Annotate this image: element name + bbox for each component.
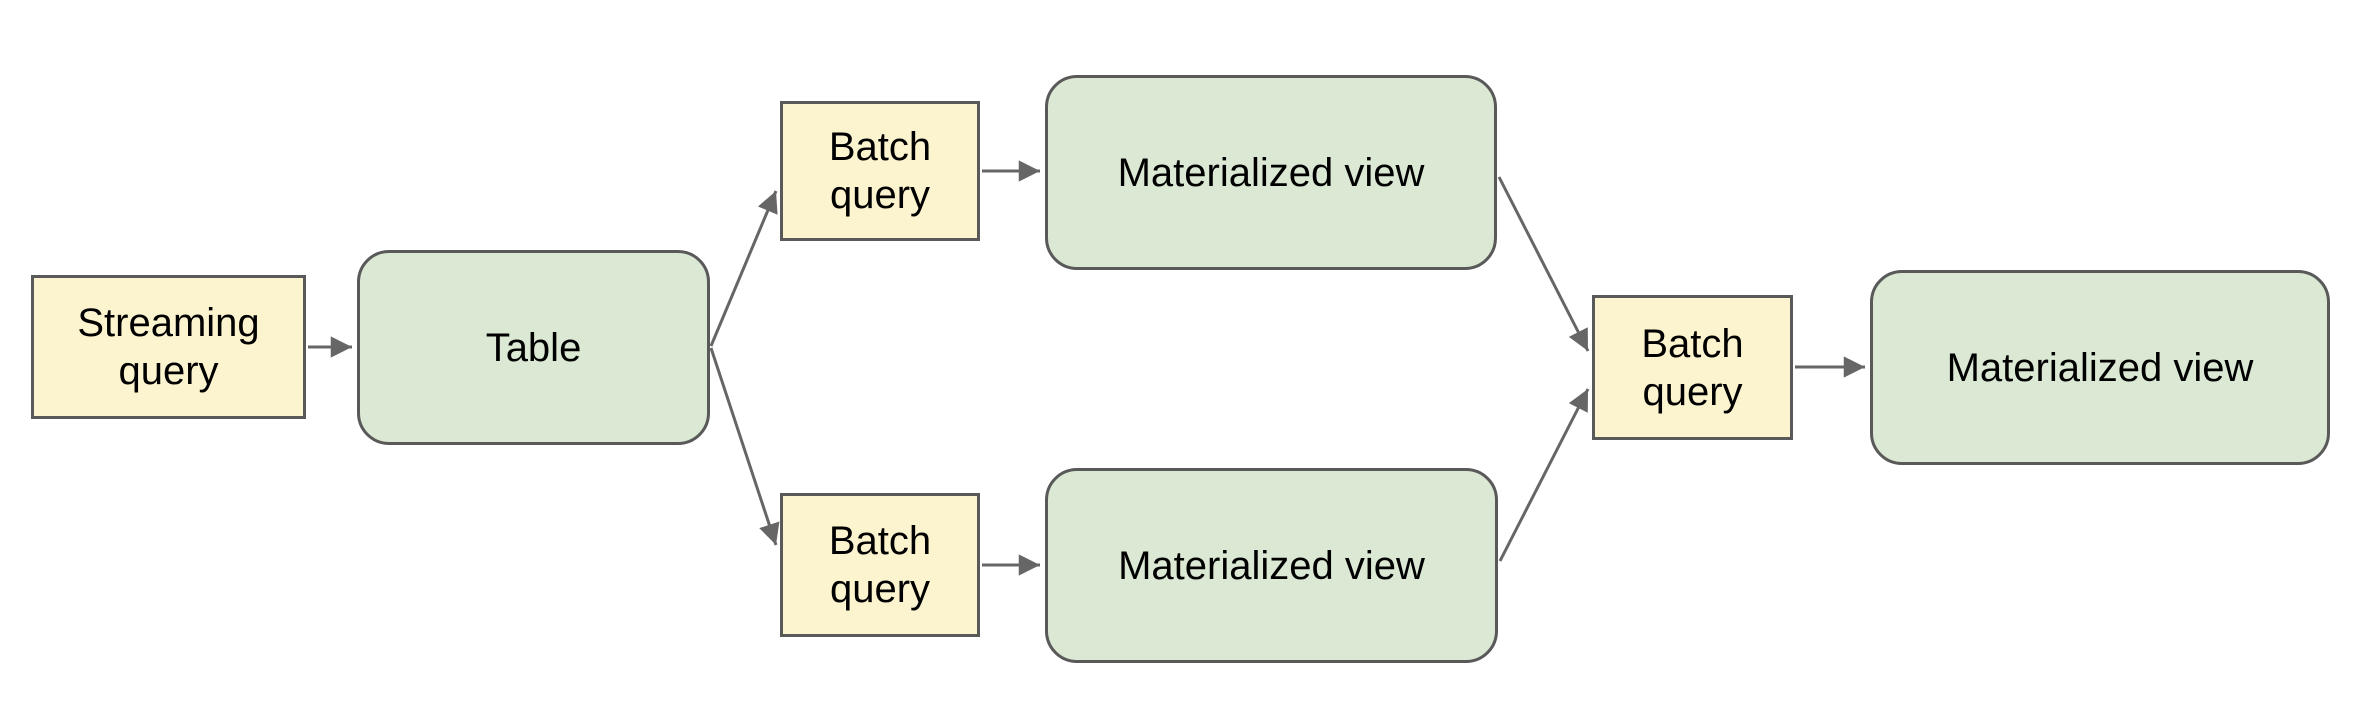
node-materialized-view-right-label: Materialized view [1946, 345, 2254, 390]
node-batch-query-bottom: Batch query [780, 493, 980, 637]
edge-table-to-batch-query-top [709, 190, 778, 347]
node-materialized-view-right: Materialized view [1870, 270, 2330, 465]
node-streaming-query-label: Streaming query [77, 301, 260, 393]
node-materialized-view-bottom: Materialized view [1045, 468, 1498, 663]
node-materialized-view-top-label: Materialized view [1117, 150, 1425, 195]
node-batch-query-right-label: Batch query [1641, 321, 1744, 414]
edge-materialized-view-top-to-batch-query-right [1497, 176, 1590, 352]
node-materialized-view-top: Materialized view [1045, 75, 1497, 270]
edge-materialized-view-bottom-to-batch-query-right [1498, 388, 1590, 562]
edge-table-to-batch-query-bottom [709, 347, 780, 546]
node-batch-query-top-label: Batch query [828, 125, 932, 217]
node-materialized-view-bottom-label: Materialized view [1118, 543, 1425, 588]
node-batch-query-right: Batch query [1592, 295, 1793, 440]
node-table-label: Table [485, 325, 582, 370]
node-batch-query-bottom-label: Batch query [828, 519, 932, 611]
node-batch-query-top: Batch query [780, 101, 980, 241]
node-table: Table [357, 250, 710, 445]
node-streaming-query: Streaming query [31, 275, 306, 419]
